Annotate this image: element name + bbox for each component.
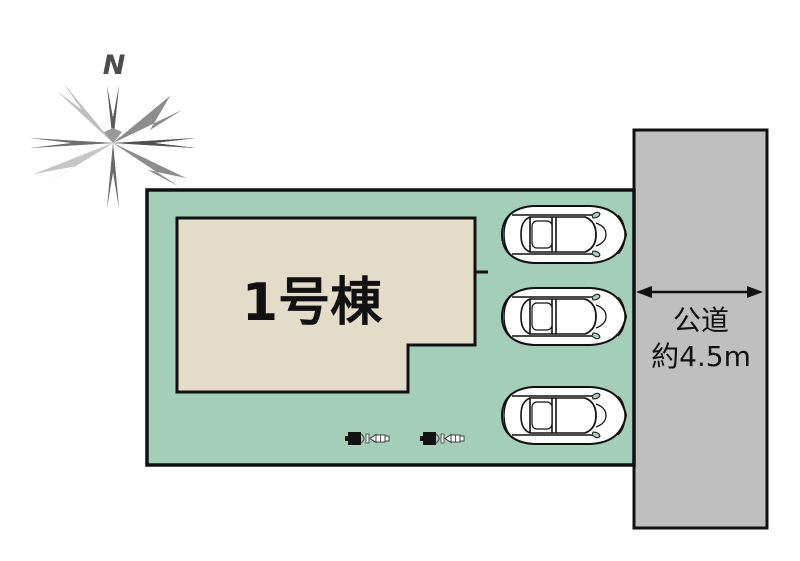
road-width-dimension-arrow (636, 286, 763, 298)
building-label: 1号棟 (242, 273, 383, 333)
parking-stall-3 (501, 386, 627, 445)
parking-stall-1 (501, 205, 627, 264)
compass-north-label: N (103, 50, 126, 81)
car-icon (501, 287, 627, 346)
road-label-line2: 約4.5m (651, 340, 751, 373)
public-road (632, 128, 769, 530)
car-icon (501, 205, 627, 264)
compass-rose-icon: N (30, 50, 196, 208)
parking-area (501, 205, 627, 445)
road-label: 公道 約4.5m (651, 304, 751, 373)
parking-stall-2 (501, 287, 627, 346)
building-footprint (175, 216, 477, 394)
entrance-tick-icon (473, 264, 488, 281)
road-area (632, 128, 769, 530)
building-1: 1号棟 (175, 216, 488, 394)
road-label-line1: 公道 (673, 304, 729, 337)
car-icon (501, 386, 627, 445)
